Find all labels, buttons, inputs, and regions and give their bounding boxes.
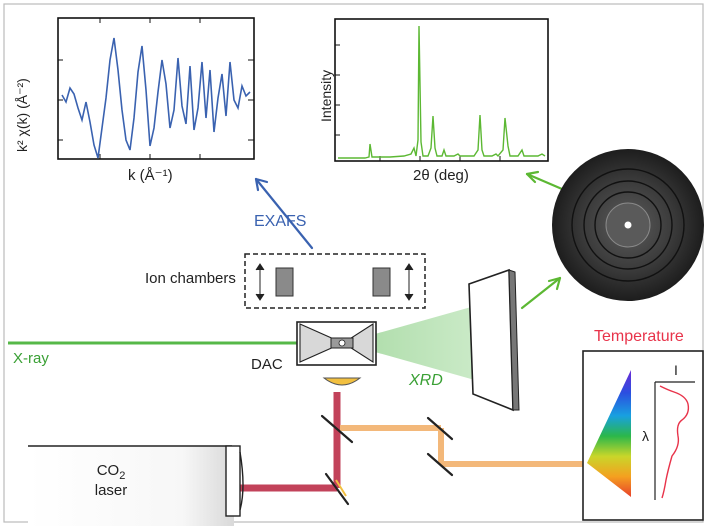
xrd-technique-label: XRD	[409, 372, 443, 389]
exafs-y-axis-label: k² χ(k) (Å⁻²)	[14, 78, 30, 152]
thermal-emission-path	[340, 425, 585, 467]
xrd-plot-frame	[334, 18, 549, 162]
exafs-spectrum-curve	[61, 37, 251, 159]
laser-output-head	[225, 445, 241, 517]
ion-chamber-2	[372, 267, 391, 297]
mirror-upper	[320, 414, 354, 444]
ion-chamber-1	[275, 267, 294, 297]
focusing-lens	[322, 377, 362, 386]
xray-label: X-ray	[13, 350, 49, 367]
xrd-y-axis-label: Intensity	[318, 69, 334, 122]
exafs-arrow	[254, 177, 314, 250]
xrd-detector-edge	[508, 269, 520, 411]
thermal-spectrum-curve	[659, 385, 690, 499]
ion-chamber-motion-arrows	[255, 263, 414, 301]
exafs-x-axis-label: k (Å⁻¹)	[128, 167, 173, 184]
xrd-ticks	[335, 44, 501, 161]
xrd-arrow-to-detector	[520, 276, 562, 310]
mirror-thermal-2	[426, 452, 454, 477]
wavelength-label: λ	[642, 428, 649, 444]
xrd-detector-plate	[468, 268, 514, 412]
xrd-x-axis-label: 2θ (deg)	[413, 167, 469, 184]
ion-chambers-label: Ion chambers	[145, 270, 236, 287]
xrd-pattern-curve	[338, 25, 546, 159]
exafs-ticks	[58, 18, 254, 159]
exafs-technique-label: EXAFS	[254, 213, 307, 230]
dac-sample	[338, 339, 346, 347]
ion-chambers-box	[244, 253, 426, 309]
intensity-label: I	[674, 362, 678, 378]
mirror-lower	[324, 472, 350, 506]
xrd-diffraction-cone	[343, 300, 496, 386]
debye-rings	[571, 168, 685, 282]
temperature-label: Temperature	[594, 328, 684, 345]
co2-laser-body	[28, 446, 234, 530]
xrd-arrow-to-plot	[525, 172, 564, 191]
mirror-thermal-1	[426, 416, 454, 441]
dac-label: DAC	[251, 356, 283, 373]
spectral-dispersion-fan	[587, 370, 631, 497]
direct-beam-spot	[624, 221, 632, 229]
exafs-plot-frame	[57, 17, 255, 160]
figure-border	[3, 3, 704, 523]
